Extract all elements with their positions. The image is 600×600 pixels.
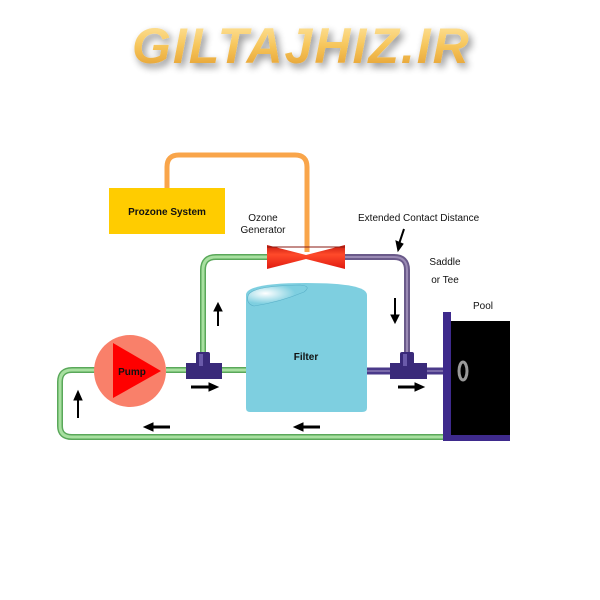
prozone-system-box <box>109 188 225 234</box>
ozone-supply-pipe <box>164 152 310 252</box>
pointer-arrow-icon <box>395 228 405 253</box>
arrow-right-icon <box>191 382 220 392</box>
watermark-logo: GILTAJHIZ.IR <box>132 18 471 74</box>
prozone-system-label: Prozone System <box>128 207 206 218</box>
ozone-generator-valve <box>267 245 345 269</box>
pool-floor <box>443 435 510 441</box>
filter-highlight <box>247 284 308 307</box>
ozone-generator-label-line1: Ozone <box>248 213 278 224</box>
pool-wall <box>443 312 451 440</box>
arrow-right-icon <box>398 382 426 392</box>
filter-label: Filter <box>294 352 319 363</box>
arrow-down-icon <box>390 298 400 325</box>
pool-label: Pool <box>473 301 493 312</box>
left-tee <box>186 352 222 379</box>
pump-triangle-icon <box>113 343 161 398</box>
filter-tank <box>246 283 367 412</box>
pump-label: Pump <box>118 367 146 378</box>
arrow-left-icon <box>292 422 320 432</box>
saddle-label-line1: Saddle <box>429 257 461 268</box>
ozone-generator-label-line2: Generator <box>240 225 286 236</box>
pool-return-inlet-icon <box>457 360 469 382</box>
right-tee-saddle <box>390 352 427 379</box>
arrow-up-icon <box>73 389 83 418</box>
saddle-label-line2: or Tee <box>431 275 459 286</box>
arrow-up-icon <box>213 301 223 326</box>
arrow-left-icon <box>142 422 170 432</box>
extended-contact-label: Extended Contact Distance <box>358 213 480 224</box>
